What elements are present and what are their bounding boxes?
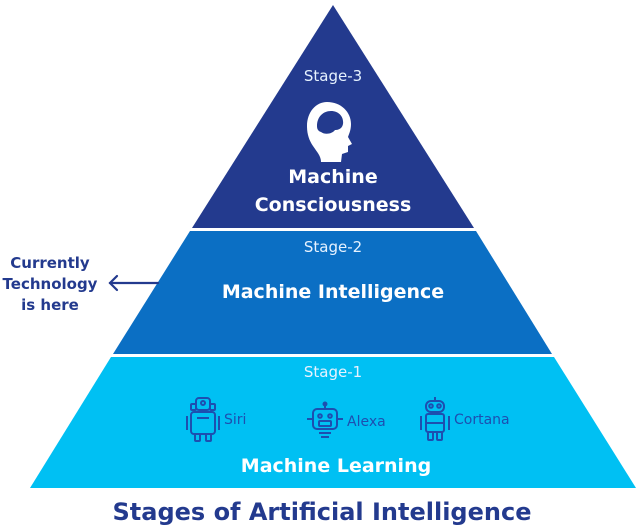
robot-icon: [420, 397, 450, 441]
assistant-cortana: Cortana: [418, 396, 510, 444]
robot-icon: [186, 397, 220, 442]
assistant-siri: Siri: [185, 396, 246, 444]
stage-2-title: Machine Intelligence: [221, 281, 445, 303]
assistant-name: Alexa: [347, 414, 386, 430]
assistant-name: Siri: [224, 412, 247, 428]
note-line-3: is here: [21, 296, 79, 314]
stage-3-title-line1: Machine: [288, 166, 378, 188]
human-head-brain-icon: [307, 102, 352, 162]
stage-1-label: Stage-1: [303, 363, 363, 381]
note-line-1: Currently: [10, 254, 90, 272]
stage-1-title: Machine Learning: [240, 455, 432, 477]
arrow-left-icon: [108, 274, 160, 292]
stage-3-title-line2: Consciousness: [254, 194, 412, 216]
pyramid-tier-stage-1: [30, 357, 636, 488]
current-technology-note: Currently Technology is here: [0, 253, 100, 316]
assistant-name: Cortana: [454, 412, 510, 428]
robot-icon: [307, 401, 343, 438]
stage-2-label: Stage-2: [303, 238, 363, 256]
note-line-2: Technology: [2, 275, 98, 293]
stage-3-label: Stage-3: [303, 67, 363, 85]
pyramid-tier-stage-2: [113, 231, 552, 354]
diagram-caption: Stages of Artificial Intelligence: [112, 498, 532, 526]
assistant-alexa: Alexa: [304, 401, 386, 443]
